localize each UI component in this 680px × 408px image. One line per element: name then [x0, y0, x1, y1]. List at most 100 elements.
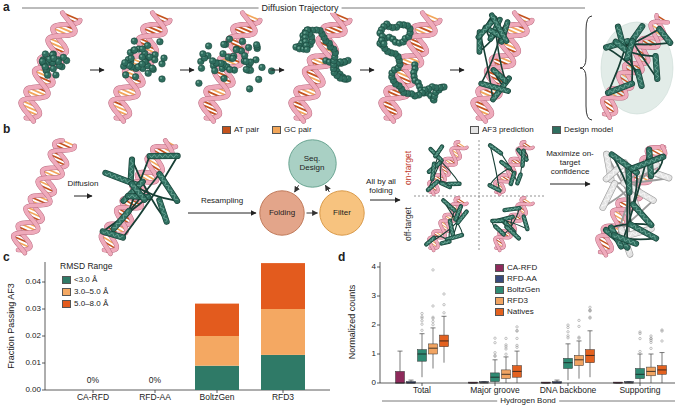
outlier: [494, 355, 496, 357]
tick: [42, 282, 45, 283]
protein-atom: [259, 64, 266, 71]
tick-label: 0.04: [25, 277, 41, 286]
protein-loop: [501, 153, 514, 173]
dna-backbone: [21, 13, 75, 121]
protein-helix: [505, 207, 520, 210]
outlier: [589, 316, 591, 318]
median: [553, 383, 562, 384]
atom-highlight: [213, 69, 215, 71]
protein-atom: [226, 36, 233, 43]
protein-helix: [103, 231, 123, 237]
box: [575, 355, 584, 365]
zoomed-complex: [601, 15, 673, 117]
arrow-label: All by all folding: [359, 177, 403, 195]
axis-title: Normalized counts: [347, 285, 357, 360]
protein-atom: [239, 38, 246, 45]
protein-helix: [507, 227, 520, 238]
legend-text: AF3 prediction: [482, 125, 534, 134]
protein-atom: [221, 75, 228, 82]
atom-highlight: [227, 37, 229, 39]
outlier: [639, 331, 641, 333]
protein-helix: [481, 84, 508, 91]
atom-highlight: [304, 43, 306, 45]
protein-helix: [428, 182, 437, 190]
outlier: [421, 329, 423, 331]
category-label: BoltzGen: [200, 393, 235, 403]
protein-helix: [603, 184, 615, 208]
protein-helix: [159, 200, 166, 222]
flow-arrow: [370, 200, 400, 201]
outlier: [443, 293, 445, 295]
protein-helix: [505, 208, 520, 210]
legend-swatch: [222, 126, 231, 134]
protein-helix: [493, 70, 505, 81]
protein-helix: [517, 175, 520, 184]
protein-helix: [435, 147, 442, 156]
protein-helix: [103, 231, 123, 237]
protein-atom: [50, 55, 57, 62]
whisker-cap: [555, 380, 560, 381]
tick: [377, 383, 380, 384]
median: [636, 374, 645, 375]
protein-helix: [493, 70, 505, 81]
outlier: [432, 320, 434, 322]
dna-backbone: [598, 146, 666, 255]
whisker-cap: [504, 356, 509, 357]
protein-helix: [492, 220, 502, 222]
protein-atom: [226, 66, 233, 73]
protein-helix: [510, 173, 514, 184]
panel-b: [13, 140, 669, 255]
protein-helix: [626, 41, 633, 58]
protein-atom: [122, 59, 129, 66]
atom-highlight: [231, 56, 233, 58]
box: [542, 382, 551, 384]
atom-highlight: [124, 73, 126, 75]
flow-arrow: [188, 213, 256, 214]
box: [480, 381, 489, 383]
outlier: [578, 336, 580, 338]
atom-highlight: [51, 67, 53, 69]
legend-title: RMSD Range: [60, 262, 112, 272]
legend-text: Natives: [507, 307, 534, 316]
box: [407, 382, 416, 383]
box: [636, 369, 645, 379]
dna-backbone: [602, 22, 668, 118]
dna-backbone: [473, 13, 527, 121]
protein-atom: [196, 80, 203, 87]
cycle-arrow: [307, 213, 318, 214]
flow-arrow: [360, 70, 374, 71]
protein-helix: [511, 173, 514, 184]
box: [396, 371, 405, 383]
atom-highlight: [298, 47, 300, 49]
bar-segment: [195, 336, 239, 366]
legend-text: RFD3: [507, 296, 528, 305]
dna-backbone: [429, 203, 467, 250]
protein-atom: [139, 46, 146, 53]
box: [429, 344, 438, 354]
box: [625, 381, 634, 383]
atom-highlight: [140, 47, 142, 49]
protein-atom: [159, 76, 166, 83]
atom-highlight: [226, 55, 228, 57]
atom-highlight: [197, 81, 199, 83]
median: [396, 383, 405, 384]
value-label: 0%: [87, 376, 99, 386]
protein-atom: [157, 38, 164, 45]
protein-helix: [492, 15, 507, 41]
protein-helix: [449, 221, 453, 236]
protein-loop: [490, 168, 510, 185]
box: [491, 373, 500, 382]
tick: [42, 336, 45, 337]
atom-highlight: [160, 62, 162, 64]
protein-helix: [524, 217, 528, 230]
node-text: Seq. Design: [292, 154, 332, 172]
protein-helix: [501, 162, 509, 168]
protein-helix: [511, 173, 514, 184]
protein-loop: [132, 160, 167, 222]
candidate-structure: [428, 142, 467, 195]
protein-helix: [659, 29, 670, 43]
atom-highlight: [222, 42, 224, 44]
group-label: off-target: [404, 207, 414, 241]
atom-highlight: [234, 48, 236, 50]
legend-text: CA-RFD: [507, 263, 537, 272]
